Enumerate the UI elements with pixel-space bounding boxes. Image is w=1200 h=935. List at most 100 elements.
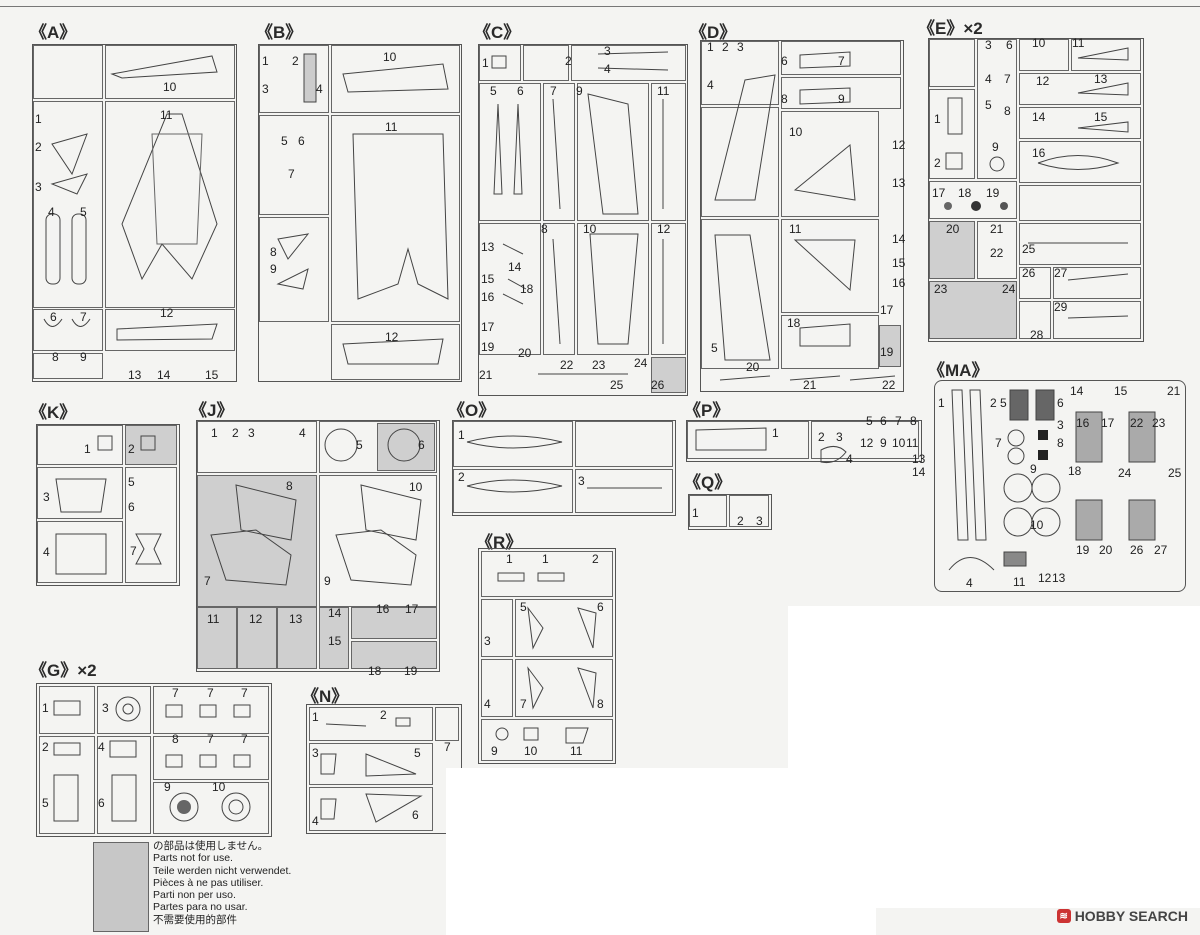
part-number: 7 [995,436,1002,450]
part-number: 23 [592,358,606,372]
part-number: 5 [490,84,497,98]
sprue-k [36,424,180,586]
part-number: 7 [207,732,214,746]
part-number: 3 [578,474,585,488]
part-number: 19 [986,186,1000,200]
part-number: 20 [746,360,760,374]
part-number: 19 [1076,543,1090,557]
part-number: 9 [80,350,87,364]
part-number: 10 [1030,518,1044,532]
part-number: 27 [1154,543,1168,557]
part-number: 12 [385,330,399,344]
part-number: 21 [479,368,493,382]
sprue-e-drawings [944,47,1129,319]
part-number: 6 [418,438,425,452]
part-number: 5 [711,341,718,355]
part-number: 5 [80,205,87,219]
part-number: 4 [312,814,319,828]
sprue-p-drawings [695,427,847,463]
sprue-o [452,420,676,516]
part-number: 13 [1094,72,1108,86]
part-number: 18 [787,316,801,330]
part-number: 26 [1022,266,1036,280]
sprue-d-drawings [714,51,896,381]
legend-line: の部品は使用しません。 [153,840,269,852]
part-number: 16 [481,290,495,304]
part-number: 6 [412,808,419,822]
part-number: 7 [241,686,248,700]
part-number: 16 [892,276,906,290]
part-number: 7 [550,84,557,98]
legend-line: Parti non per uso. [153,889,236,902]
part-number: 5 [985,98,992,112]
part-number: 7 [204,574,211,588]
part-number: 10 [524,744,538,758]
part-number: 1 [211,426,218,440]
part-number: 24 [634,356,648,370]
part-number: 8 [1057,436,1064,450]
sprue-r-drawings [495,572,597,744]
part-number: 4 [966,576,973,590]
part-number: 18 [958,186,972,200]
part-number: 27 [1054,266,1068,280]
part-number: 15 [481,272,495,286]
part-number: 12 [892,138,906,152]
sprue-label-e: 《E》×2 [918,19,983,38]
part-number: 1 [692,506,699,520]
part-number: 26 [1130,543,1144,557]
part-number: 10 [583,222,597,236]
part-number: 14 [157,368,171,382]
part-number: 5 [866,414,873,428]
part-number: 8 [541,222,548,236]
part-number: 10 [1032,36,1046,50]
part-number: 7 [207,686,214,700]
part-number: 4 [48,205,55,219]
part-number: 10 [892,436,906,450]
part-number: 1 [312,710,319,724]
sprue-c [478,44,688,396]
sprue-r [478,548,616,764]
sprue-label-j: 《J》 [190,401,234,420]
part-number: 28 [1030,328,1044,342]
part-number: 8 [597,697,604,711]
part-number: 3 [484,634,491,648]
sprue-j-drawings [210,428,422,586]
part-number: 6 [880,414,887,428]
sprue-label-ma: 《MA》 [928,361,989,380]
part-number: 29 [1054,300,1068,314]
part-number: 11 [906,436,919,450]
part-number: 18 [1068,464,1082,478]
hobbysearch-watermark: ≋ HOBBY SEARCH [1056,908,1188,924]
part-number: 22 [1130,416,1144,430]
part-number: 17 [932,186,946,200]
part-number: 15 [1114,384,1128,398]
part-number: 9 [491,744,498,758]
part-number: 12 [249,612,263,626]
part-number: 2 [42,740,49,754]
part-number: 20 [518,346,532,360]
part-number: 1 [938,396,945,410]
part-number: 19 [880,345,894,359]
part-number: 3 [43,490,50,504]
part-number: 1 [542,552,549,566]
part-number: 1 [707,40,714,54]
unused-parts-swatch [93,842,149,932]
part-number: 9 [324,574,331,588]
part-number: 8 [910,414,917,428]
sprue-label-g: 《G》×2 [30,661,97,680]
sprue-g [36,683,272,837]
sprue-label-a: 《A》 [30,23,77,42]
part-number: 14 [328,606,342,620]
part-number: 18 [368,664,382,678]
part-number: 7 [838,54,845,68]
part-number: 1 [42,701,49,715]
part-number: 5 [1000,396,1007,410]
part-number: 1 [262,54,269,68]
part-number: 16 [1032,146,1046,160]
sprue-p [686,420,922,462]
part-number: 1 [84,442,91,456]
part-number: 3 [985,38,992,52]
part-number: 7 [288,167,295,181]
part-number: 10 [212,780,226,794]
part-number: 4 [985,72,992,86]
